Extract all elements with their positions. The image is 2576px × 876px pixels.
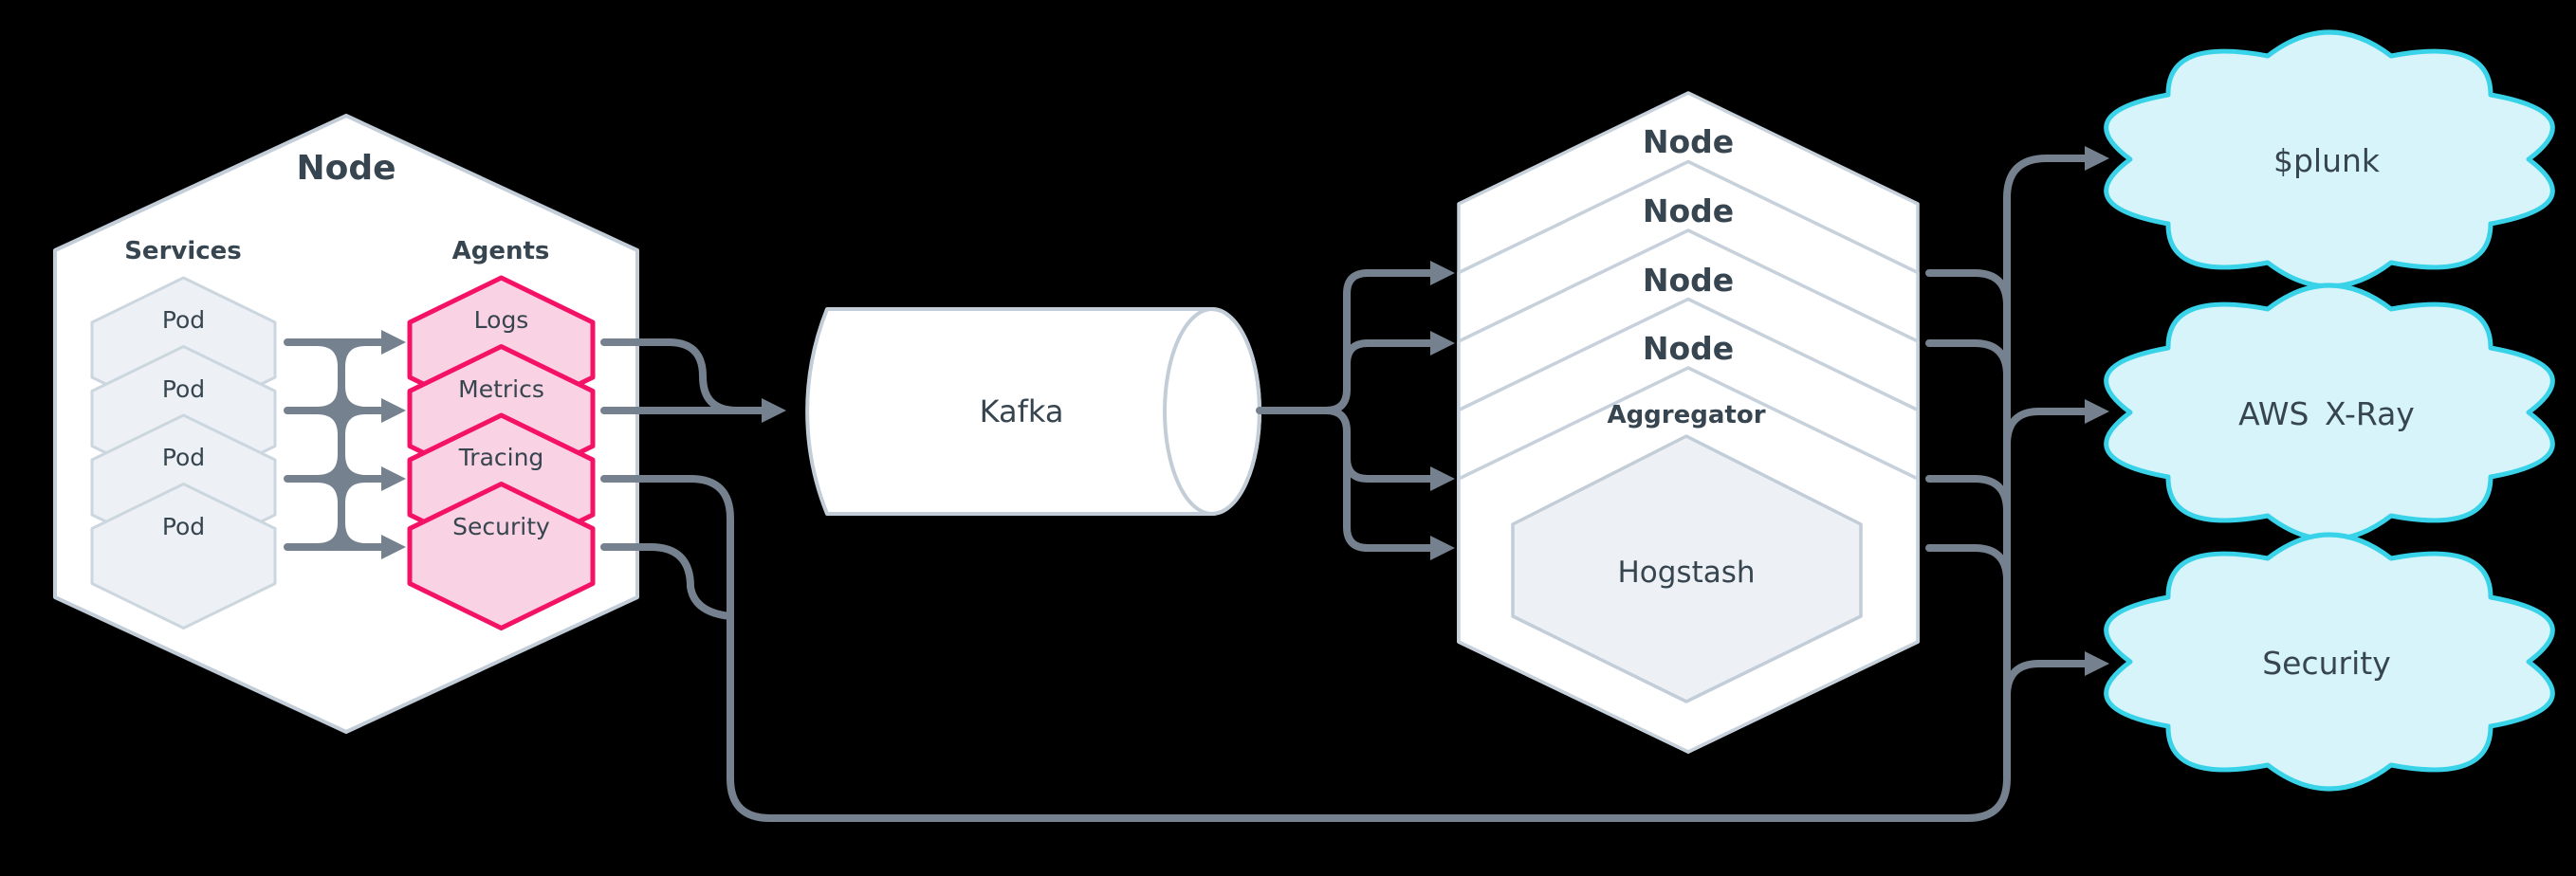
stack-node-label: Node bbox=[1643, 262, 1734, 299]
tracing-bypass-line bbox=[600, 475, 2011, 822]
stack-output-stub bbox=[1925, 339, 2011, 379]
stack-node-label: Node bbox=[1643, 192, 1734, 229]
connectors bbox=[284, 146, 2109, 822]
cloud-label-splunk: $plunk bbox=[2273, 142, 2381, 179]
services-heading: Services bbox=[124, 237, 242, 265]
stack-output-stub bbox=[1925, 269, 2011, 309]
left-node-hexagon bbox=[53, 114, 639, 734]
stack-node-label: Node bbox=[1643, 123, 1734, 160]
stack-output-stub bbox=[1925, 475, 2011, 515]
kafka-output-branch bbox=[1343, 454, 1455, 491]
pod-label: Pod bbox=[162, 444, 205, 471]
pod-label: Pod bbox=[162, 375, 205, 403]
security-bypass-line bbox=[600, 543, 734, 620]
cloud-label-security: Security bbox=[2262, 645, 2391, 682]
pod-label: Pod bbox=[162, 306, 205, 334]
pods-stack bbox=[90, 276, 277, 630]
hogstash-label: Hogstash bbox=[1617, 556, 1755, 590]
stack-node-label: Node bbox=[1643, 330, 1734, 367]
stack-output-stub bbox=[1925, 544, 2011, 584]
kafka-label: Kafka bbox=[980, 393, 1064, 429]
agent-label-metrics: Metrics bbox=[458, 375, 544, 403]
weave-joint bbox=[313, 382, 370, 439]
pod-hexagon bbox=[90, 483, 277, 630]
labels: Node Services Agents Pod Pod Pod Pod Log… bbox=[124, 123, 2415, 682]
cloud-label-aws-xray: AWS X-Ray bbox=[2238, 395, 2415, 432]
kafka-output-branch bbox=[1343, 331, 1455, 368]
agents-heading: Agents bbox=[452, 237, 550, 265]
rail-to-splunk-arrow bbox=[2003, 146, 2109, 782]
agent-label-tracing: Tracing bbox=[458, 444, 544, 471]
agent-hexagon-security bbox=[407, 482, 596, 630]
kafka-output-branch bbox=[1322, 407, 1455, 560]
weave-joint bbox=[313, 519, 370, 551]
pod-label: Pod bbox=[162, 513, 205, 540]
agent-label-security: Security bbox=[452, 513, 550, 540]
left-node-title: Node bbox=[296, 149, 396, 188]
aggregator-node-stack bbox=[1457, 91, 1920, 754]
aggregator-heading: Aggregator bbox=[1607, 401, 1765, 429]
hogstash-hexagon bbox=[1511, 434, 1863, 703]
agents-stack bbox=[407, 275, 596, 630]
weave-joint bbox=[313, 338, 370, 371]
rail-to-security-arrow bbox=[2003, 651, 2109, 700]
agent-label-logs: Logs bbox=[474, 306, 529, 334]
rail-to-xray-arrow bbox=[2003, 399, 2109, 448]
weave-joint bbox=[313, 450, 370, 507]
